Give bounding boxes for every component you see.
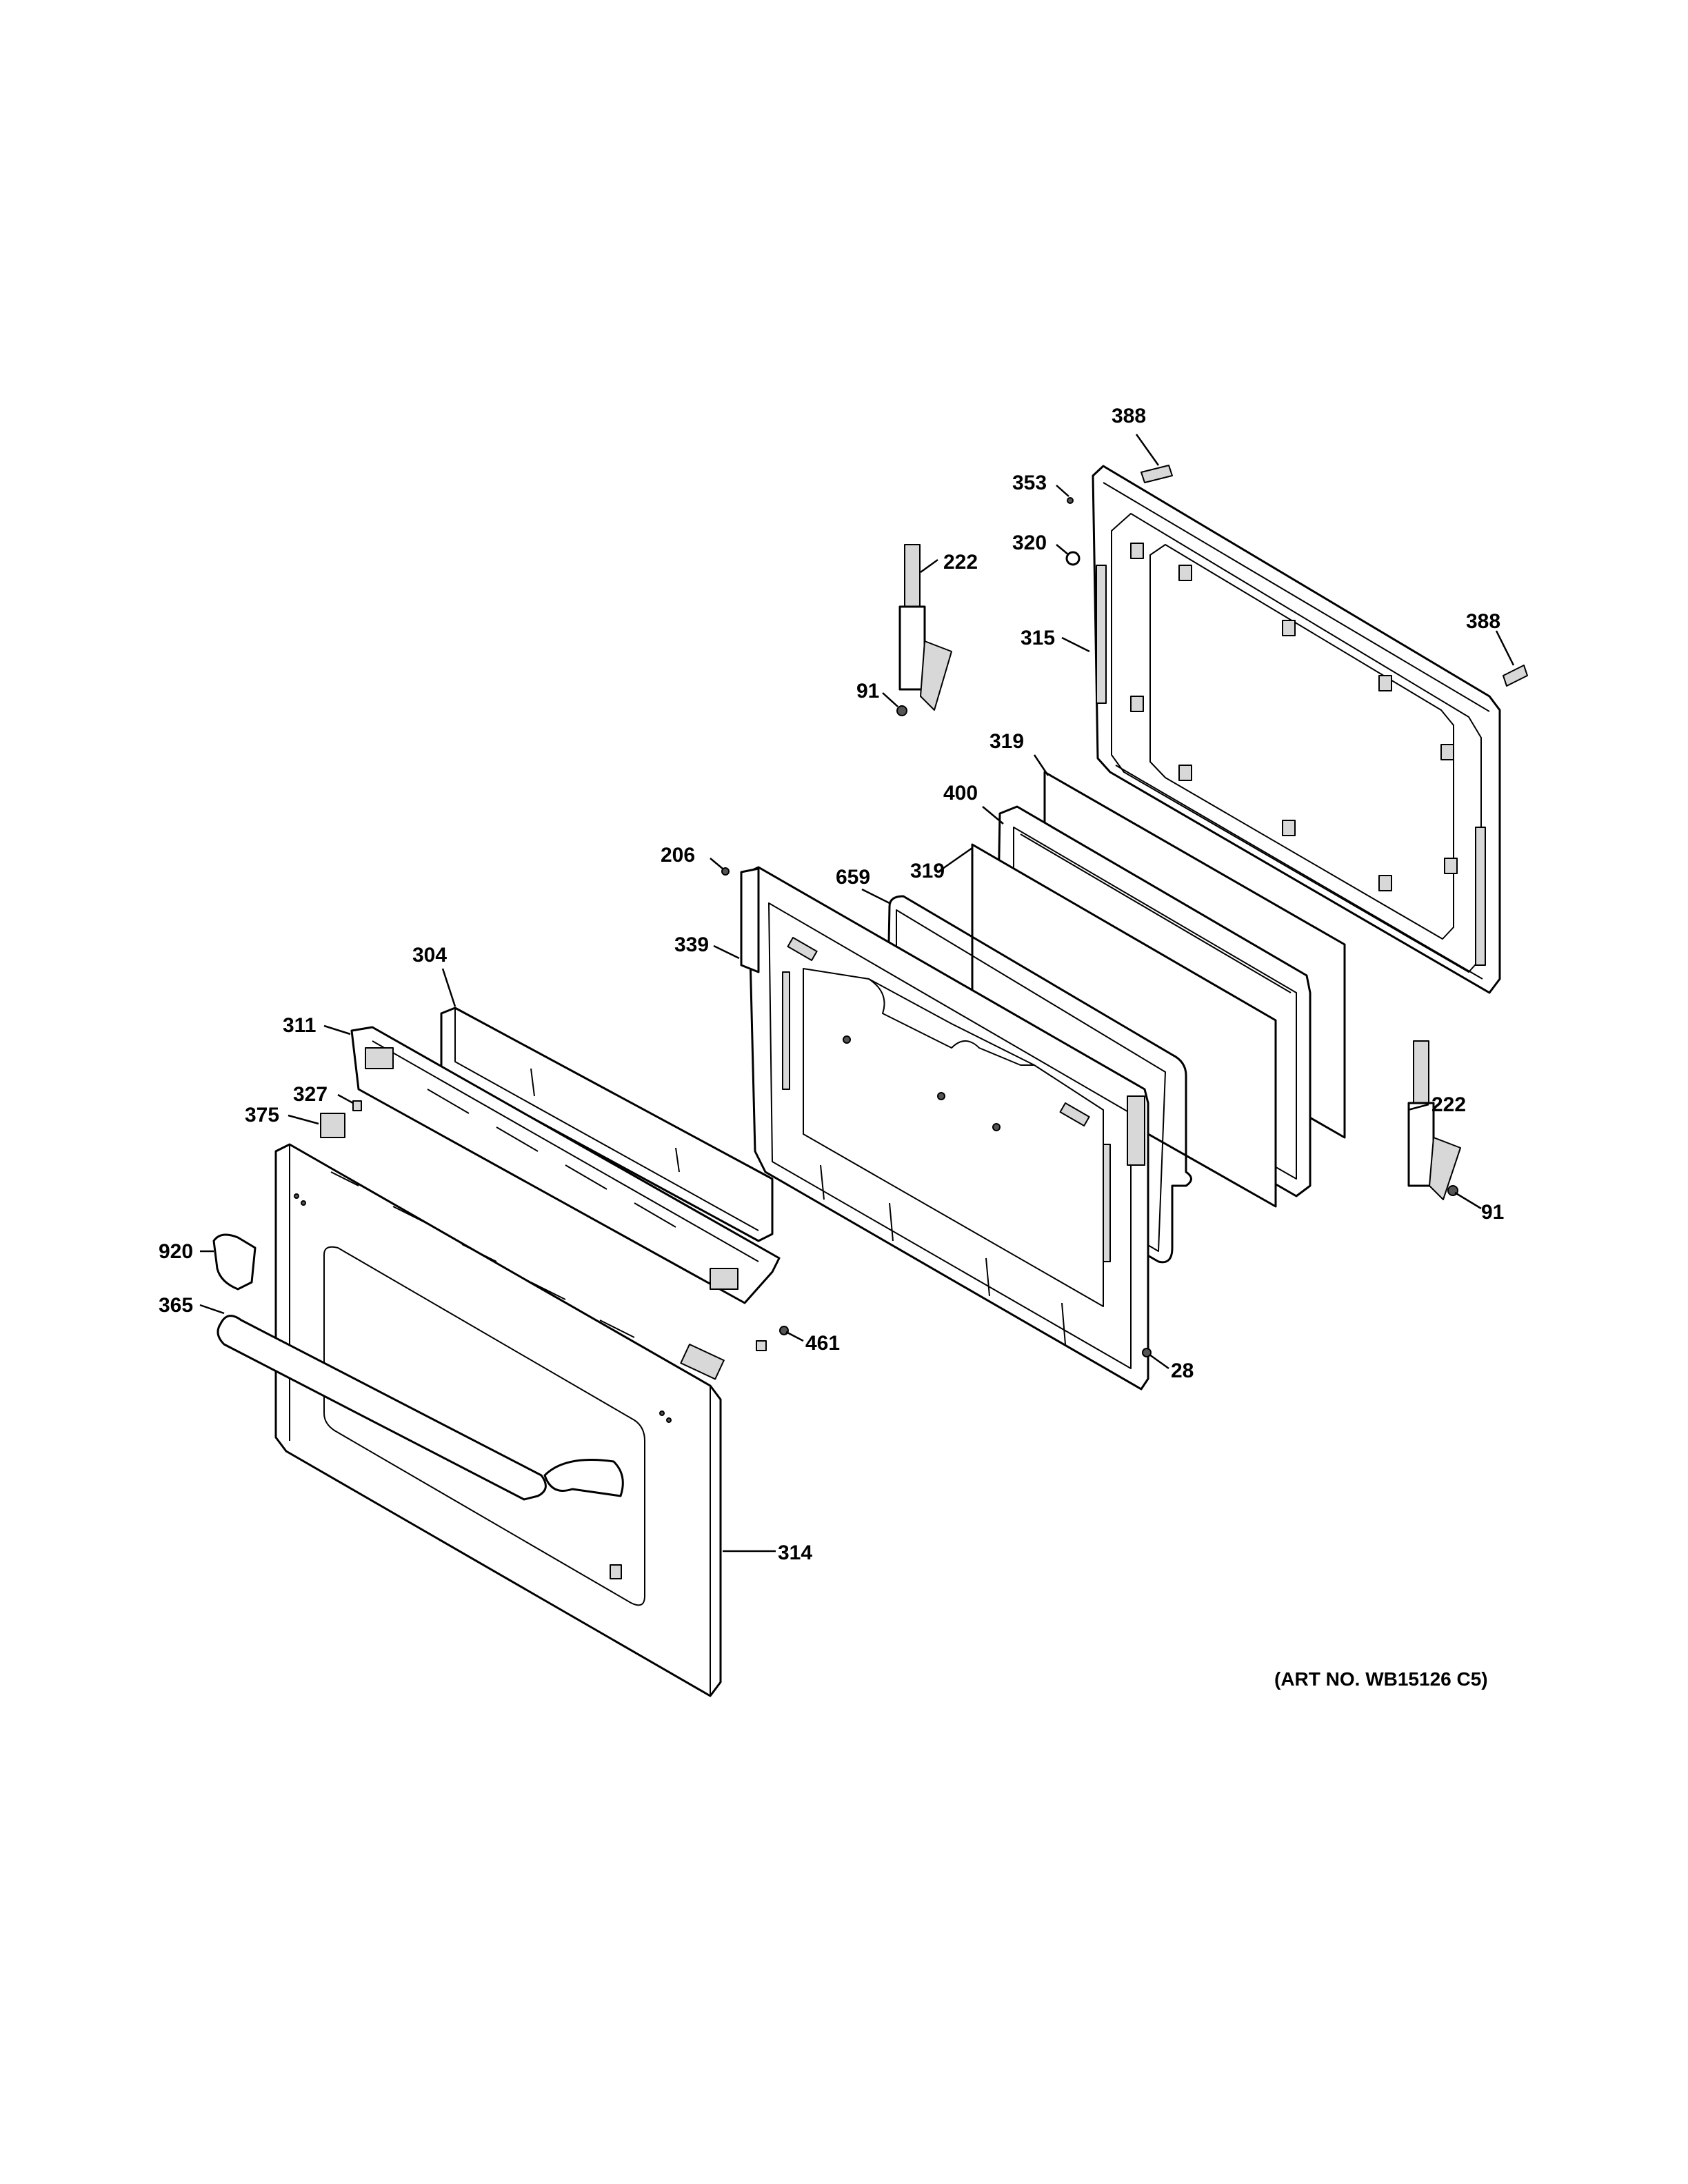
- part-320-nut: [1065, 551, 1081, 566]
- callout-339: 339: [674, 933, 709, 956]
- callout-319-rear: 319: [989, 730, 1024, 753]
- leader-lines: [199, 434, 1515, 1553]
- part-339-door-liner: [740, 866, 1149, 1391]
- callout-388-right: 388: [1466, 610, 1500, 633]
- callout-461: 461: [805, 1332, 840, 1355]
- callout-222-upper: 222: [943, 551, 978, 574]
- part-327-clip: [352, 1100, 362, 1111]
- part-388-screw-right: [1503, 665, 1528, 687]
- art-number-label: (ART NO. WB15126 C5): [1274, 1668, 1488, 1690]
- part-91-screw-upper: [896, 705, 907, 716]
- callout-365: 365: [159, 1294, 193, 1317]
- callout-206: 206: [661, 844, 695, 867]
- callout-311: 311: [283, 1014, 316, 1037]
- part-365-handle: [217, 1315, 624, 1501]
- callout-labels: 388 353 320 222 315 388 91 319 400 206 6…: [159, 405, 1504, 1690]
- part-920-end-cap: [212, 1233, 257, 1291]
- callout-315: 315: [1021, 627, 1055, 649]
- part-353-screw: [1067, 497, 1074, 504]
- part-206-screw: [721, 867, 730, 876]
- part-311-top-channel: [350, 1026, 781, 1304]
- callout-314: 314: [778, 1541, 812, 1564]
- callout-659: 659: [836, 866, 870, 889]
- callout-320: 320: [1012, 532, 1047, 554]
- part-388-screw-top: [1141, 465, 1173, 483]
- part-222-hinge-lower: [1407, 1040, 1461, 1200]
- callout-388-top: 388: [1112, 405, 1146, 427]
- part-314-outer-door: [274, 1143, 722, 1697]
- callout-353: 353: [1012, 472, 1047, 494]
- part-315-inner-door-panel: [1092, 465, 1501, 994]
- callout-319-front: 319: [910, 860, 945, 882]
- callout-327: 327: [293, 1083, 328, 1106]
- callout-91-upper: 91: [856, 680, 879, 702]
- callout-222-lower: 222: [1431, 1093, 1466, 1116]
- callout-375: 375: [245, 1104, 279, 1126]
- callout-28: 28: [1171, 1359, 1194, 1382]
- callout-920: 920: [159, 1240, 193, 1263]
- callout-304: 304: [412, 944, 447, 967]
- part-461-bracket: [680, 1344, 725, 1380]
- part-222-hinge-upper: [898, 544, 952, 711]
- callout-91-lower: 91: [1481, 1201, 1504, 1224]
- part-28-screw: [1142, 1348, 1152, 1357]
- part-375-bracket: [320, 1113, 345, 1138]
- callout-400: 400: [943, 782, 978, 805]
